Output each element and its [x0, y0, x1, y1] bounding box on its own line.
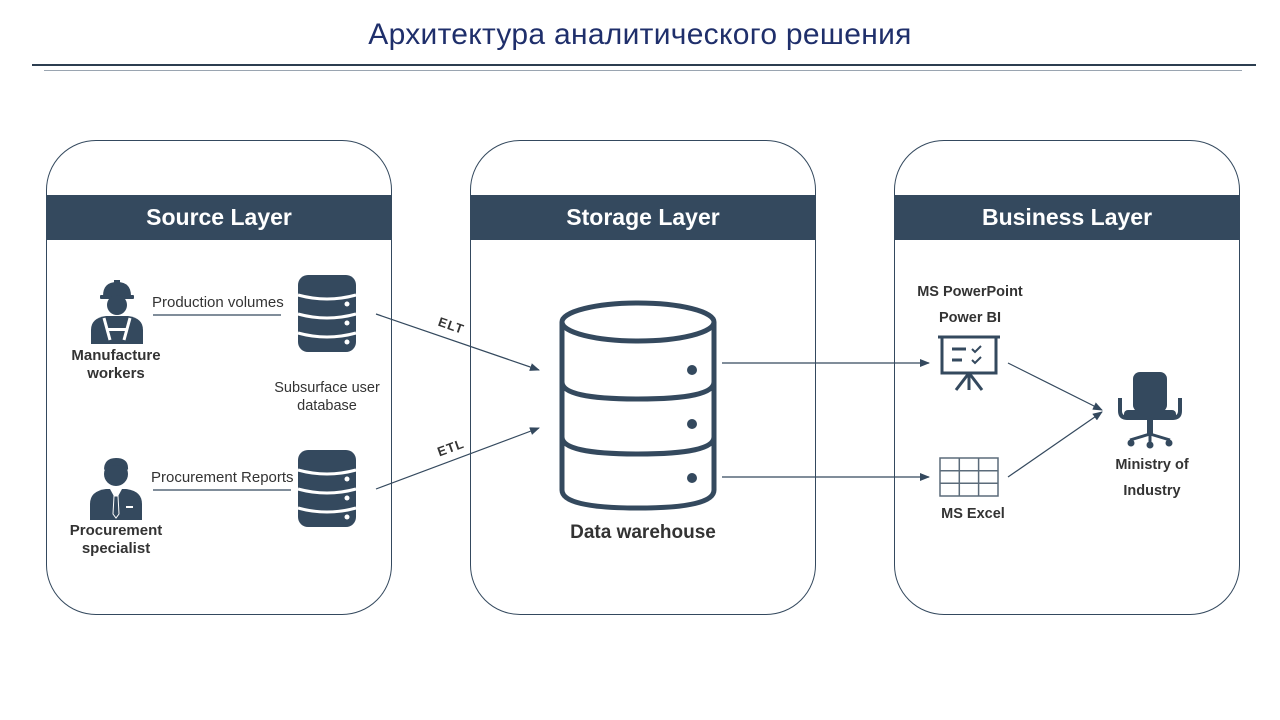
office-chair-icon	[1118, 372, 1182, 449]
data-warehouse-label: Data warehouse	[570, 522, 716, 543]
etl-arrow	[375, 427, 540, 490]
warehouse-indicator-2	[687, 419, 697, 429]
spreadsheet-icon	[939, 457, 999, 497]
specialist-icon	[90, 458, 142, 520]
business-layer-header: Business Layer	[894, 195, 1240, 240]
elt-arrow	[375, 313, 540, 371]
source-layer-panel: Source Layer	[46, 140, 392, 615]
warehouse-indicator-1	[687, 365, 697, 375]
worker-icon	[91, 280, 143, 344]
powerbi-to-ministry-arrow	[1007, 362, 1103, 411]
production-volumes-label: Production volumes	[152, 294, 284, 311]
title-underline	[32, 64, 1256, 66]
title-underline-thin	[44, 70, 1242, 71]
procurement-reports-label: Procurement Reports	[151, 469, 294, 486]
presentation-board-icon	[938, 335, 1000, 391]
business-layer-panel: Business Layer	[894, 140, 1240, 615]
data-warehouse-icon	[559, 300, 717, 511]
source-layer-header: Source Layer	[46, 195, 392, 240]
storage-layer-header: Storage Layer	[470, 195, 816, 240]
power-bi-label: Power BI	[938, 310, 1002, 326]
ms-powerpoint-label: MS PowerPoint	[917, 284, 1023, 300]
warehouse-indicator-3	[687, 473, 697, 483]
excel-to-ministry-arrow	[1007, 411, 1103, 478]
database-icon-2	[297, 450, 357, 527]
database-icon-1	[297, 275, 357, 352]
ms-excel-label: MS Excel	[941, 506, 1005, 522]
page-title: Архитектура аналитического решения	[368, 18, 912, 51]
storage-layer-panel: Storage Layer	[470, 140, 816, 615]
